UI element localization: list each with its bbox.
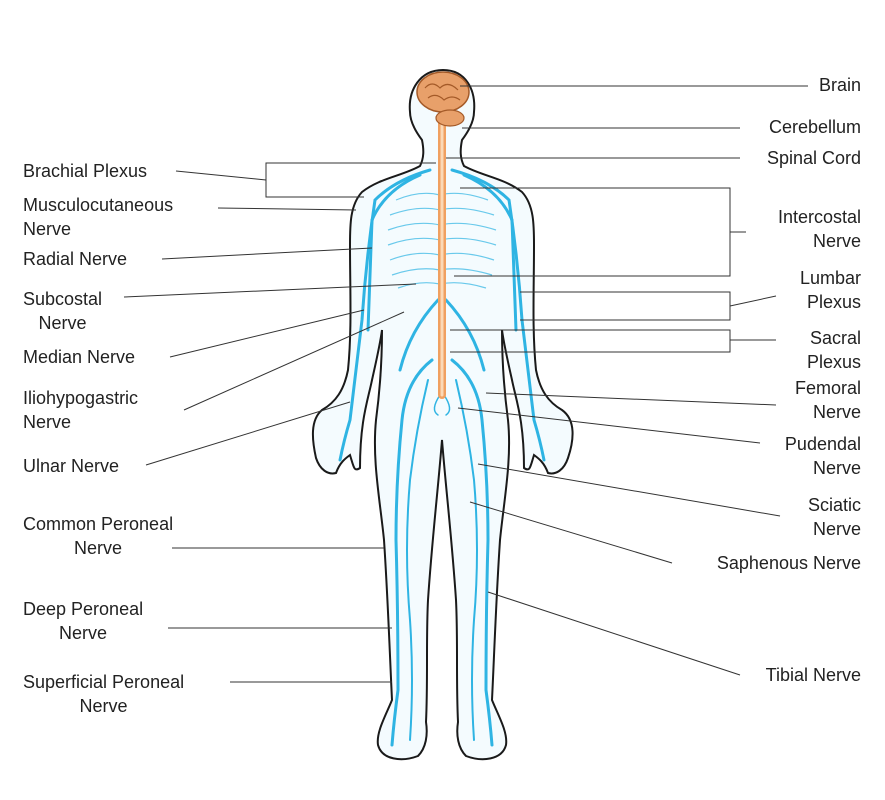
label-deep-peroneal-nerve: Deep Peroneal Nerve <box>23 599 144 643</box>
label-cerebellum: Cerebellum <box>768 117 861 137</box>
label-superficial-peroneal-nerve: Superficial Peroneal Nerve <box>23 672 185 716</box>
label-common-peroneal-nerve: Common Peroneal Nerve <box>23 514 174 558</box>
label-pudendal-nerve: Pudendal Nerve <box>784 434 861 478</box>
label-spinal-cord: Spinal Cord <box>766 148 861 168</box>
label-sacral-plexus: Sacral Plexus <box>806 328 861 372</box>
label-brain: Brain <box>818 75 861 95</box>
leader-lines <box>123 85 808 683</box>
label-lumbar-plexus: Lumbar Plexus <box>799 268 861 312</box>
label-median-nerve: Median Nerve <box>23 347 136 367</box>
label-brachial-plexus: Brachial Plexus <box>23 161 148 181</box>
label-subcostal-nerve: Subcostal Nerve <box>23 289 103 333</box>
label-saphenous-nerve: Saphenous Nerve <box>716 553 861 573</box>
label-intercostal-nerve: Intercostal Nerve <box>777 207 861 251</box>
label-iliohypogastric-nerve: Iliohypogastric Nerve <box>23 388 139 432</box>
label-femoral-nerve: Femoral Nerve <box>794 378 861 422</box>
label-tibial-nerve: Tibial Nerve <box>765 665 861 685</box>
label-radial-nerve: Radial Nerve <box>23 249 128 269</box>
brain <box>416 71 470 127</box>
label-musculocutaneous-nerve: Musculocutaneous Nerve <box>23 195 174 239</box>
label-sciatic-nerve: Sciatic Nerve <box>807 495 861 539</box>
nerve-network <box>338 168 546 747</box>
label-ulnar-nerve: Ulnar Nerve <box>23 456 120 476</box>
